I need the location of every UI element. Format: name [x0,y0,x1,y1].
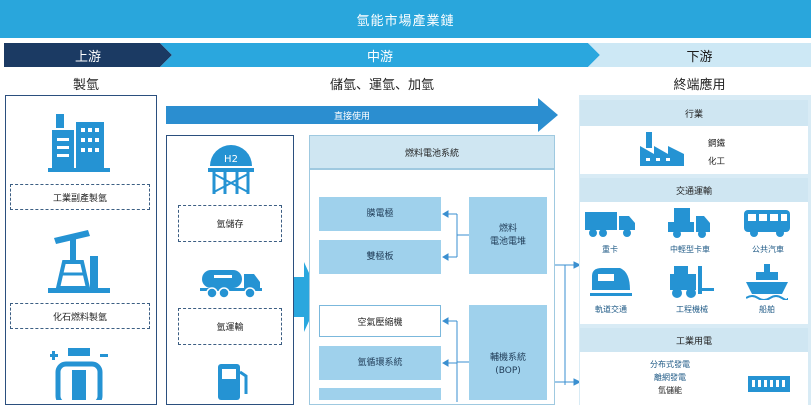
off-grid-generation: 離網發電 [654,373,686,382]
oil-pump-icon [48,230,110,293]
hydrogen-energy-storage: 氫儲能 [658,386,682,395]
transport-header: 交通運輸 [580,178,808,202]
industry-header: 行業 [580,100,808,126]
stage-upstream-label: 上游 [74,49,101,65]
diagram-title-text: 氫能市場產業鏈 [356,13,455,29]
fuel-cell-connectors [442,210,469,402]
ship-icon [746,264,788,300]
fuel-cell-system-header: 燃料電池系統 [309,135,555,169]
downstream-connectors [555,261,581,386]
fossil-fuel-hydrogen: 化石燃料製氫 [10,303,150,329]
diagram-title: 氫能市場產業鏈 [0,0,811,38]
midstream-subtitle: 儲氫、運氫、加氫 [329,77,434,93]
bus-icon [744,210,790,237]
stage-upstream: 上游 [4,43,172,67]
label-heavy-truck: 重卡 [602,245,618,254]
heavy-truck-icon [585,212,635,237]
train-icon [590,268,632,296]
label-bus: 公共汽車 [752,245,784,254]
stage-downstream-label: 下游 [686,49,713,65]
hydrogen-storage: 氫儲存 [178,205,282,242]
air-compressor: 空氣壓縮機 [319,305,441,337]
midstream-flow-arrow [294,262,320,332]
upstream-subtitle: 製氫 [72,77,99,93]
direct-use-label: 直接使用 [333,111,370,122]
forklift-icon [670,266,714,298]
stage-midstream: 中游 [160,43,600,67]
downstream-arrow-shape [588,43,811,67]
hydrogen-tank-icon: H2 [208,145,254,194]
label-construction: 工程機械 [676,305,708,314]
stage-midstream-label: 中游 [366,49,393,65]
hydrogen-transport: 氫運輸 [178,308,282,345]
downstream-subtitle: 終端應用 [673,77,726,93]
midstream-arrow-shape [160,43,600,67]
electrolyzer-icon [50,348,108,400]
hydrogen-recirculation: 氫循環系統 [319,346,441,380]
label-ship: 船舶 [759,305,775,314]
industry-chemical: 化工 [708,157,726,167]
direct-use-arrow [166,98,558,132]
label-rail: 軌道交通 [595,305,627,314]
industry-panel [580,126,808,174]
battery-storage-icon [748,376,790,392]
factory-icon [48,114,110,172]
industrial-byproduct-hydrogen: 工業副產製氫 [10,184,150,210]
stage-downstream: 下游 [588,43,811,67]
upstream-arrow-shape [4,43,172,67]
svg-text:H2: H2 [224,154,238,165]
industrial-power-header: 工業用電 [580,328,808,352]
membrane-electrode: 膜電極 [319,197,441,231]
industry-steel: 鋼鐵 [708,139,726,149]
fuel-pump-icon [218,364,248,400]
bop-system: 輔機系統 (BOP) [469,305,547,400]
distributed-generation: 分布式發電 [650,360,690,369]
bop-part-partial [319,388,441,400]
label-light-truck: 中輕型卡車 [670,245,710,254]
fuel-cell-stack: 燃料 電池電堆 [469,197,547,274]
steel-plant-icon [640,132,684,166]
light-truck-icon [668,208,710,238]
bipolar-plate: 雙極板 [319,240,441,274]
tanker-truck-icon [200,270,262,299]
